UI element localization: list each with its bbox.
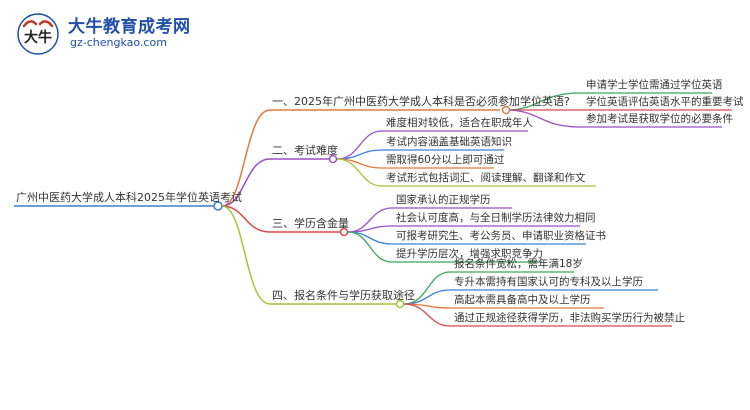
branch-2-label: 二、考试难度: [272, 144, 338, 157]
branch-2-leaf-4: 考试形式包括词汇、阅读理解、翻译和作文: [386, 172, 586, 184]
branch-2-leaf-3: 需取得60分以上即可通过: [386, 154, 505, 166]
branch1-junction-dot: [501, 105, 511, 115]
branch-2-leaf-2: 考试内容涵盖基础英语知识: [386, 136, 512, 148]
connector-b1-l3: [505, 109, 722, 128]
logo-mark-text: 大牛: [24, 29, 52, 46]
connector-b3-l4: [347, 231, 542, 263]
branch-4-leaf-4: 通过正规途径获得学历，非法购买学历行为被禁止: [454, 312, 685, 324]
connector-b2-l2: [336, 149, 504, 160]
branch-4-label: 四、报名条件与学历获取途径: [272, 289, 415, 302]
branch4-junction-dot: [395, 299, 405, 309]
branch-3-leaf-3: 可报考研究生、考公务员、申请职业资格证书: [396, 230, 606, 242]
branch-1-leaf-2: 学位英语评估英语水平的重要考试: [586, 96, 744, 108]
branch-4-leaf-2: 专升本需持有国家认可的专科及以上学历: [454, 276, 643, 288]
bull-logo-icon: 大牛: [17, 13, 59, 55]
connector-root-b4: [221, 205, 398, 305]
root-junction-dot: [213, 201, 223, 211]
connector-b2-l4: [336, 158, 596, 187]
branch-3-leaf-4: 提升学历层次，增强求职竞争力: [396, 248, 543, 260]
connector-b4-l2: [403, 289, 658, 305]
connector-root-b3: [221, 205, 342, 233]
connector-b4-l4: [403, 303, 672, 327]
brand-logo[interactable]: 大牛 大牛教育成考网 gz-chengkao.com: [14, 10, 264, 56]
branch-2-leaf-1: 难度相对较低，适合在职成年人: [386, 117, 533, 129]
branch-3-leaf-2: 社会认可度高，与全日制学历法律效力相同: [396, 212, 596, 224]
branch2-junction-dot: [328, 154, 338, 164]
mindmap-root: 广州中医药大学成人本科2025年学位英语考试: [16, 191, 242, 204]
branch-1-label: 一、2025年广州中医药大学成人本科是否必须参加学位英语?: [272, 95, 570, 108]
branch-4-leaf-3: 高起本需具备高中及以上学历: [454, 294, 591, 306]
branch-3-leaf-1: 国家承认的正规学历: [396, 194, 491, 206]
branch-1-leaf-3: 参加考试是获取学位的必要条件: [586, 113, 733, 125]
brand-name: 大牛教育成考网: [68, 17, 191, 37]
branch-4-leaf-1: 报名条件宽松，需年满18岁: [454, 258, 583, 270]
connector-b1-l1: [505, 92, 712, 111]
branch3-junction-dot: [339, 227, 349, 237]
branch-3-label: 三、学历含金量: [272, 217, 349, 230]
connector-root-b2: [221, 158, 331, 207]
connector-root-b1: [221, 109, 500, 207]
branch-1-leaf-1: 申请学士学位需通过学位英语: [586, 79, 723, 91]
brand-url: gz-chengkao.com: [70, 36, 167, 49]
